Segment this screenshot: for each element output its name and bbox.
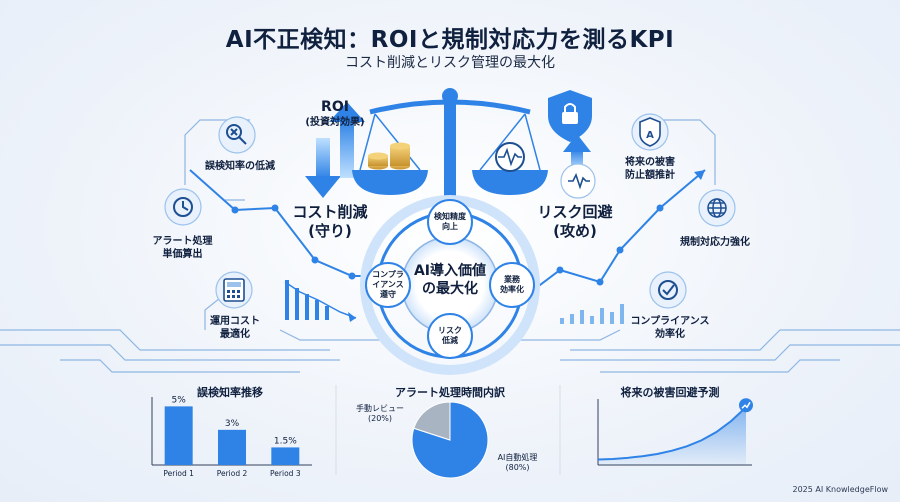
risk-trend-points xyxy=(556,204,664,286)
false-positive-bar-chart: 5% Period 1 3% Period 2 1.5% Period 3 xyxy=(151,395,312,478)
alert-time-pie-chart xyxy=(411,401,489,479)
roi-sublabel: (投資対効果) xyxy=(305,117,365,128)
hub-center-line-2: の最大化 xyxy=(422,281,478,297)
hub-node-accuracy-line-1: 検知精度 xyxy=(434,212,466,221)
roi-label: ROI xyxy=(321,99,349,115)
future-damage-label-2: 防止額推計 xyxy=(625,170,675,181)
calculator-icon xyxy=(223,278,245,302)
hub-node-compliance-line-3: 遵守 xyxy=(380,290,396,299)
hub-node-efficiency-line-1: 業務 xyxy=(504,275,520,284)
pie-label-manual-line-1: 手動レビュー xyxy=(356,404,404,413)
pulse-circle-icon xyxy=(568,172,590,190)
roi-down-arrow xyxy=(305,138,341,198)
bar-value-label-2: 3% xyxy=(225,419,240,429)
roi-up-arrow xyxy=(329,102,365,178)
pie-label-manual-line-2: (20%) xyxy=(367,414,393,423)
footer-credit: 2025 AI KnowledgeFlow xyxy=(792,485,888,494)
balance-scale-icon xyxy=(352,88,548,230)
hub-node-risk-line-1: リスク xyxy=(438,326,462,335)
bar-category-label-2: Period 2 xyxy=(217,469,248,478)
hub-node-risk-line-2: 低減 xyxy=(442,336,458,345)
page-title: AI不正検知：ROIと規制対応力を測るKPI xyxy=(225,27,675,53)
pie-label-ai-line-1: AI自動処理 xyxy=(497,453,538,462)
alert-cost-label-2: 単価算出 xyxy=(162,249,203,260)
risk-mini-bars xyxy=(560,304,624,324)
hub-center-line-1: AI導入価値 xyxy=(413,263,487,279)
regulatory-label: 規制対応力強化 xyxy=(680,237,750,248)
ops-cost-label-1: 運用コスト xyxy=(210,316,260,327)
pie-chart-title: アラート処理時間内訳 xyxy=(395,386,505,399)
magnifier-x-icon xyxy=(226,124,247,145)
trend-up-glyph xyxy=(741,401,751,409)
bar-value-label-3: 1.5% xyxy=(274,436,297,446)
bar-1 xyxy=(164,406,193,465)
bar-3 xyxy=(271,447,300,465)
area-chart-title: 将来の被害回避予測 xyxy=(620,386,720,399)
check-icon xyxy=(658,280,678,300)
cost-reduction-sublabel: (守り) xyxy=(308,222,352,240)
pie-label-ai-line-2: (80%) xyxy=(505,463,530,472)
hub-ring xyxy=(360,195,540,375)
coins-icon xyxy=(368,142,410,170)
cost-reduction-label: コスト削減 xyxy=(292,203,368,221)
cost-trend-line xyxy=(189,169,395,277)
pie-label-manual: 手動レビュー (20%) xyxy=(345,403,415,423)
pie-slice-2 xyxy=(413,401,451,441)
hub-node-compliance: コンプラ イアンス 遵守 xyxy=(363,270,413,300)
hub-node-compliance-line-2: イアンス xyxy=(372,280,404,289)
bar-2 xyxy=(218,429,246,465)
future-damage-label-1: 将来の被害 xyxy=(625,157,675,168)
cost-mini-bars xyxy=(285,280,329,320)
circuit-lines-right xyxy=(520,119,900,373)
bar-chart-title: 誤検知率推移 xyxy=(197,386,263,399)
damage-avoidance-area-chart xyxy=(597,398,753,466)
area-line xyxy=(597,406,747,461)
page-subtitle: コスト削減とリスク管理の最大化 xyxy=(345,55,555,71)
alert-cost-label-1: アラート処理 xyxy=(152,236,213,247)
bar-category-label-1: Period 1 xyxy=(163,469,194,478)
risk-avoidance-label: リスク回避 xyxy=(537,203,613,221)
hub-node-accuracy-line-2: 向上 xyxy=(442,222,458,231)
clock-icon xyxy=(173,197,193,217)
compliance-label-1: コンプライアンス xyxy=(630,316,710,327)
cost-trend-points xyxy=(231,204,356,280)
hub-node-compliance-line-1: コンプラ xyxy=(372,270,404,279)
hub-node-efficiency-line-2: 効率化 xyxy=(500,285,524,294)
hub-node-efficiency: 業務 効率化 xyxy=(487,275,537,295)
shield-a-icon: A xyxy=(639,117,661,147)
hub-center-title: AI導入価値 の最大化 xyxy=(400,262,500,298)
svg-text:A: A xyxy=(646,130,654,141)
risk-avoidance-sublabel: (攻め) xyxy=(553,222,597,240)
false-positive-label: 誤検知率の低減 xyxy=(205,161,275,172)
bar-value-label-1: 5% xyxy=(172,395,187,405)
area-fill xyxy=(598,407,746,465)
compliance-label-2: 効率化 xyxy=(655,329,685,340)
risk-trend-line xyxy=(519,169,706,301)
hub-node-risk: リスク 低減 xyxy=(425,326,475,346)
hub-node-accuracy: 検知精度 向上 xyxy=(425,212,475,232)
lock-shield-icon xyxy=(548,90,592,142)
ops-cost-label-2: 最適化 xyxy=(220,329,250,340)
pie-label-ai: AI自動処理 (80%) xyxy=(485,452,550,472)
pulse-icon xyxy=(495,142,525,172)
globe-icon xyxy=(707,198,727,218)
bar-category-label-3: Period 3 xyxy=(270,469,301,478)
